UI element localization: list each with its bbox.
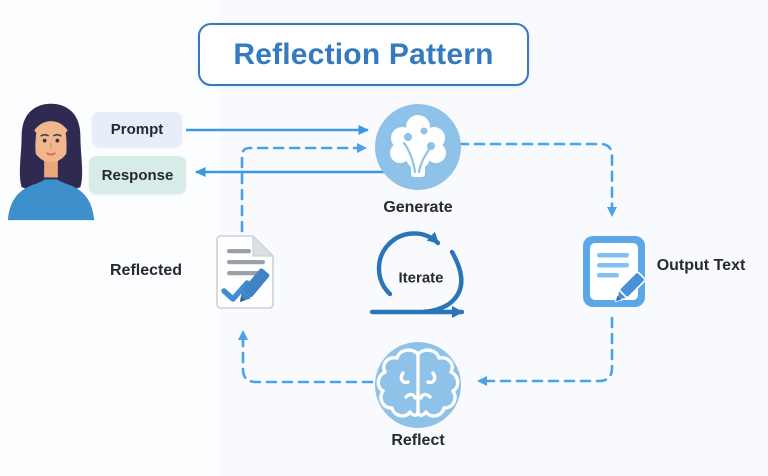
iterate-loop-icon (369, 231, 465, 318)
generate-label: Generate (383, 199, 453, 216)
iterate-label: Iterate (398, 269, 444, 287)
reflect-label: Reflect (391, 432, 445, 449)
prompt-label: Prompt (110, 121, 164, 138)
arrow-layer (186, 125, 617, 386)
brain-outline-icon (376, 348, 460, 418)
output-text-label: Output Text (656, 257, 746, 274)
user-avatar (7, 103, 95, 221)
ai-brain-tree-icon (390, 115, 446, 177)
arrow-reflect-to-reflected (238, 329, 374, 384)
response-label: Response (101, 166, 174, 184)
document-check-pen-icon (216, 234, 275, 309)
reflected-label: Reflected (109, 262, 183, 279)
reflect-node (375, 342, 461, 428)
arrow-generate-to-output (457, 142, 617, 218)
response-box: Response (89, 156, 186, 194)
arrow-output-to-reflect (476, 316, 614, 386)
generate-node (375, 104, 461, 190)
arrow-reflected-to-generate (240, 143, 368, 233)
diagram-title-box: Reflection Pattern (198, 23, 529, 86)
prompt-box: Prompt (92, 112, 182, 147)
document-pen-icon (583, 236, 646, 307)
diagram-title: Reflection Pattern (233, 37, 494, 71)
